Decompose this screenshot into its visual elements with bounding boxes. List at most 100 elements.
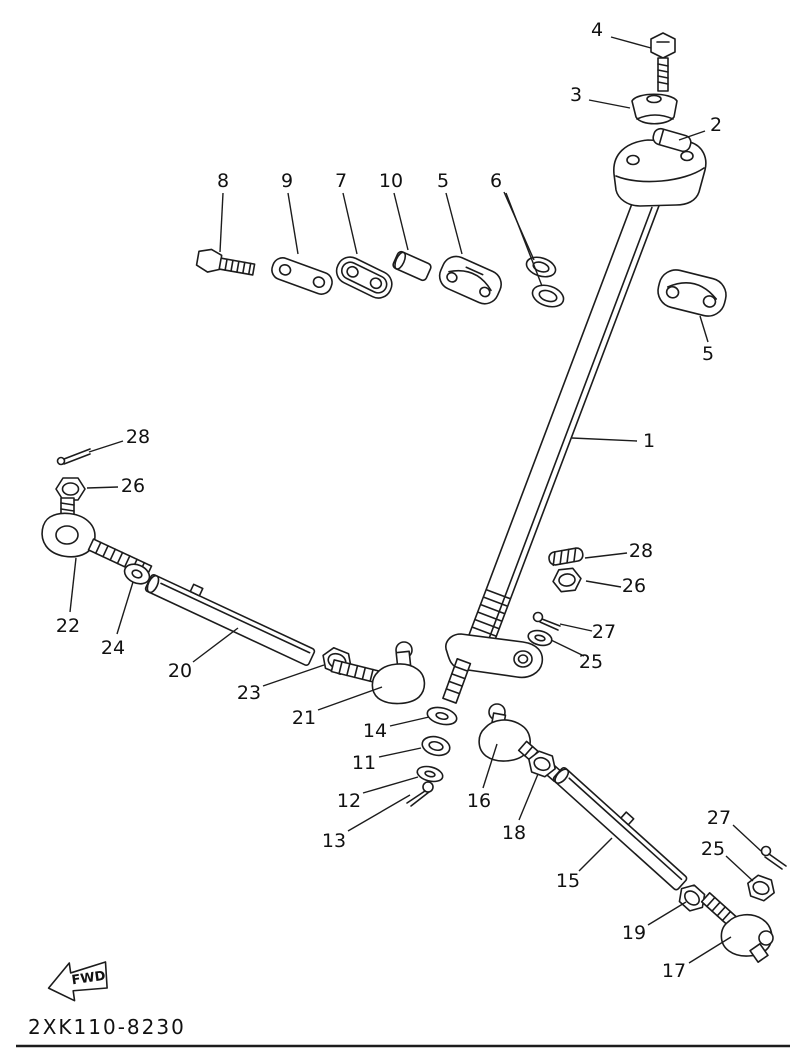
part-nut-11 [421, 735, 451, 757]
part-clamp-upper [631, 93, 678, 125]
part-nut-19 [678, 884, 706, 912]
callout-23: 23 [237, 682, 261, 704]
leader-line-27-right [732, 824, 762, 852]
part-cotter-pin-27a [532, 611, 561, 631]
leader-line-12 [362, 776, 419, 794]
leader-line-28-right [584, 552, 628, 559]
leader-line-14 [389, 716, 430, 727]
part-bolt-8 [195, 248, 256, 276]
part-cotter-pin-13 [406, 781, 434, 807]
leader-line-28-left [88, 440, 124, 453]
part-cotter-pin-28a [56, 448, 91, 466]
part-nut-18 [528, 750, 556, 778]
callout-26-right: 26 [622, 575, 646, 597]
leader-line-2 [678, 130, 706, 141]
callout-25-right: 25 [701, 838, 725, 860]
callout-17: 17 [662, 960, 686, 982]
callout-12: 12 [337, 790, 361, 812]
callout-21: 21 [292, 707, 316, 729]
callout-20: 20 [168, 660, 192, 682]
callout-24: 24 [101, 637, 125, 659]
leader-line-4 [610, 36, 652, 49]
callout-22: 22 [56, 615, 80, 637]
leader-line-7 [342, 192, 358, 255]
leader-line-24 [116, 581, 134, 635]
leader-line-3 [588, 99, 631, 109]
part-nut-26a [55, 477, 86, 501]
leader-line-26-right [585, 580, 622, 588]
callout-26-left: 26 [121, 475, 145, 497]
leader-line-5-top [445, 192, 463, 255]
leader-line-17 [688, 936, 732, 964]
fwd-arrow: FWD [47, 961, 108, 1002]
callout-4: 4 [591, 19, 603, 41]
callout-28-left: 28 [126, 426, 150, 448]
leader-line-1 [571, 437, 638, 442]
fwd-label: FWD [71, 969, 107, 989]
leader-line-9 [287, 192, 299, 255]
callout-19: 19 [622, 922, 646, 944]
callout-25-mid: 25 [579, 651, 603, 673]
leader-line-8 [219, 192, 224, 253]
part-steering-arm [442, 633, 544, 704]
callout-13: 13 [322, 830, 346, 852]
part-washer-14 [426, 706, 458, 726]
leader-line-22 [69, 557, 77, 613]
part-holder-5b [657, 269, 727, 317]
callout-5-right: 5 [702, 343, 714, 365]
leader-lines [69, 36, 762, 964]
part-washer-12 [416, 765, 444, 783]
callout-14: 14 [363, 720, 387, 742]
callout-8: 8 [217, 170, 229, 192]
callout-7: 7 [335, 170, 347, 192]
part-rod-20 [144, 573, 316, 667]
callout-27-right: 27 [707, 807, 731, 829]
leader-line-11 [378, 747, 422, 758]
callout-11: 11 [352, 752, 376, 774]
callout-16: 16 [467, 790, 491, 812]
leader-line-15 [578, 837, 613, 872]
part-bolt-4 [650, 32, 676, 92]
callout-28-right: 28 [629, 540, 653, 562]
callout-2: 2 [710, 114, 722, 136]
part-tie-rod-end-17 [700, 892, 774, 963]
part-bracket-9 [271, 257, 333, 295]
leader-line-26-left [86, 486, 119, 489]
diagram-art: FWD [41, 32, 787, 1002]
part-washers-6 [525, 256, 565, 308]
callout-10: 10 [379, 170, 403, 192]
part-plate-7 [335, 256, 393, 299]
leader-line-20 [192, 627, 239, 663]
leader-line-18 [518, 773, 539, 821]
callout-6: 6 [490, 170, 502, 192]
part-upper-bracket [613, 139, 707, 207]
callout-1: 1 [643, 430, 655, 452]
leader-line-13 [347, 794, 411, 832]
leader-line-6 [505, 192, 543, 287]
part-rod-15 [552, 766, 688, 891]
leader-line-27-mid [559, 623, 593, 632]
leader-line-10 [393, 192, 409, 251]
callout-9: 9 [281, 170, 293, 192]
leader-line-21 [317, 686, 383, 711]
part-holder-5a [438, 255, 502, 305]
callout-15: 15 [556, 870, 580, 892]
callout-18: 18 [502, 822, 526, 844]
leader-line-25-right [725, 855, 754, 882]
part-tie-rod-end-21 [330, 641, 426, 705]
callout-3: 3 [570, 84, 582, 106]
leader-line-23 [262, 664, 325, 687]
leader-line-19 [647, 901, 687, 926]
leader-line-25-mid [550, 639, 585, 657]
leader-line-5-right [699, 315, 709, 343]
leader-line-16 [482, 743, 498, 789]
callout-5-top: 5 [437, 170, 449, 192]
part-cotter-pin-27b [760, 845, 787, 870]
callout-27-mid: 27 [592, 621, 616, 643]
part-collar-10 [392, 250, 432, 282]
part-pin-2 [652, 127, 692, 153]
part-code: 2XK110-8230 [28, 1015, 186, 1039]
